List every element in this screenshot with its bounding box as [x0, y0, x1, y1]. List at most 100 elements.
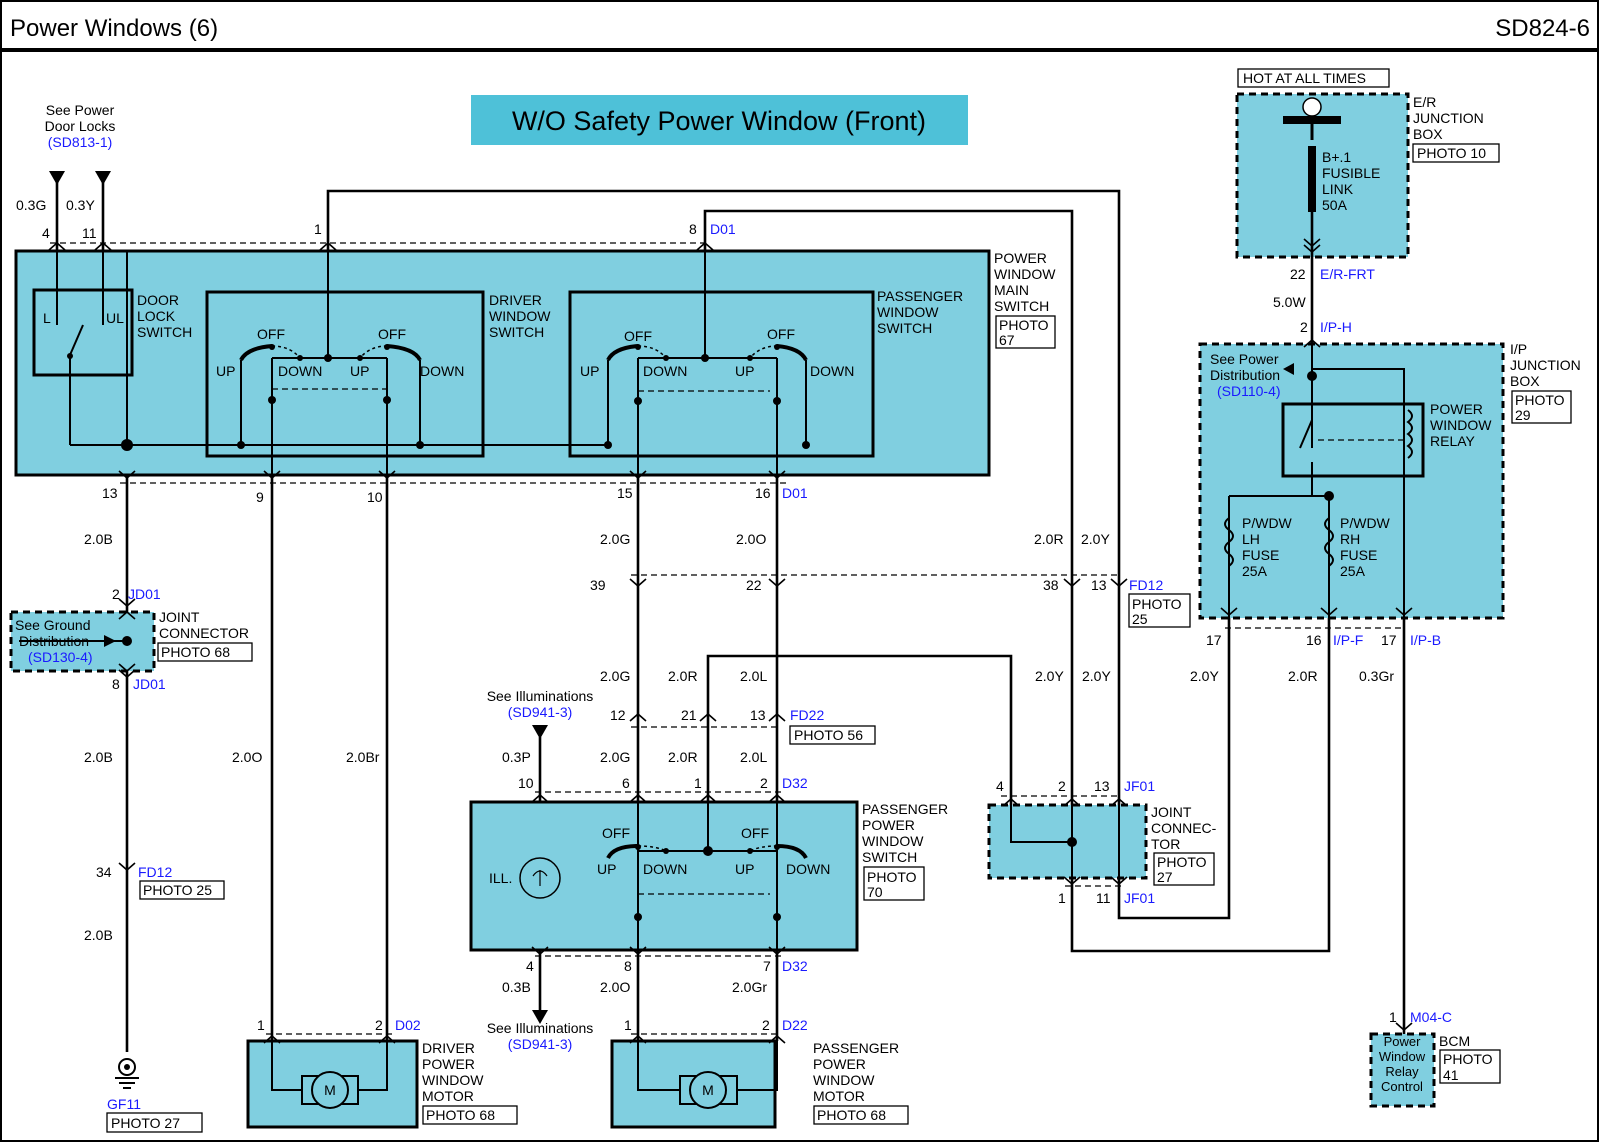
up-label: UP	[350, 363, 369, 379]
connector-id[interactable]: D32	[782, 775, 808, 791]
connector-terminal-icon	[629, 578, 647, 588]
connector-terminal-icon	[1395, 607, 1413, 617]
wire-label: 2.0B	[84, 927, 113, 943]
pin-label: 7	[763, 958, 771, 974]
connector-id[interactable]: D01	[782, 485, 808, 501]
fusible-link-label: B+.1	[1322, 149, 1351, 165]
pin-label: 2	[1300, 319, 1308, 335]
ref-ground-link[interactable]: (SD130-4)	[28, 649, 93, 665]
ref-power-dist-link[interactable]: (SD110-4)	[1217, 383, 1281, 399]
pin-label: 4	[42, 225, 50, 241]
wire-label: 2.0B	[84, 531, 113, 547]
diagram-code: SD824-6	[1495, 15, 1590, 42]
connector-id[interactable]: D22	[782, 1017, 808, 1033]
fusible-link-icon	[1283, 116, 1341, 124]
photo-box	[813, 1105, 909, 1125]
connector-terminal-icon	[629, 946, 647, 956]
driver-motor-label: POWER	[422, 1056, 475, 1072]
pps-label: SWITCH	[862, 849, 917, 865]
driver-switch-label: DRIVER	[489, 292, 542, 308]
photo-label: 70	[867, 884, 883, 900]
pin-label: 6	[622, 775, 630, 791]
connector-id[interactable]: I/P-F	[1333, 632, 1363, 648]
pin-label: 2	[762, 1017, 770, 1033]
connector-id[interactable]: D32	[782, 958, 808, 974]
illumination-lamp-icon	[519, 857, 561, 899]
connector-id[interactable]: E/R-FRT	[1320, 266, 1375, 282]
connector-id[interactable]: M04-C	[1410, 1009, 1452, 1025]
connector-terminal-icon	[1395, 1022, 1413, 1032]
pin-label: 2	[760, 775, 768, 791]
photo-box	[157, 642, 253, 662]
ref-illum-link[interactable]: (SD941-3)	[508, 704, 573, 720]
pin-label: 1	[1058, 890, 1066, 906]
door-lock-switch-label: SWITCH	[137, 324, 192, 340]
connector-id[interactable]: I/P-B	[1410, 632, 1441, 648]
wire-pin8	[703, 209, 1074, 588]
connector-terminal-icon	[118, 663, 136, 673]
connector-id[interactable]: D01	[710, 221, 736, 237]
wire-label: 2.0O	[736, 531, 766, 547]
photo-label: 41	[1443, 1067, 1459, 1083]
photo-box	[1439, 1049, 1501, 1084]
connector-terminal-icon	[629, 1034, 647, 1044]
ref-arrow	[95, 171, 111, 185]
photo-label: PHOTO 68	[817, 1107, 886, 1123]
connector-terminal-icon	[1303, 238, 1321, 248]
ground-id[interactable]: GF11	[107, 1096, 141, 1112]
door-lock-switch-label: DOOR	[137, 292, 179, 308]
off-label: OFF	[741, 825, 769, 841]
splice	[121, 439, 133, 451]
pass-switch-label: PASSENGER	[877, 288, 963, 304]
connector-id[interactable]: JF01	[1124, 778, 1155, 794]
connector-id[interactable]: I/P-H	[1320, 319, 1352, 335]
connector-terminal-icon	[768, 578, 786, 588]
wire-label: 0.3G	[16, 197, 46, 213]
ref-illum-link[interactable]: (SD941-3)	[508, 1036, 573, 1052]
wire-label: 2.0O	[232, 749, 262, 765]
connector-id[interactable]: FD22	[790, 707, 824, 723]
pps-label: WINDOW	[862, 833, 924, 849]
connector-id[interactable]: FD12	[138, 864, 172, 880]
driver-window-switch	[205, 290, 485, 458]
down-label: DOWN	[786, 861, 830, 877]
wire-2.0Y-ip	[1117, 618, 1231, 920]
ref-power-dist: Distribution	[1210, 367, 1280, 383]
wire-label: 2.0R	[668, 668, 698, 684]
photo-box	[863, 866, 925, 901]
ip-box-label: I/P	[1510, 341, 1527, 357]
pin-label: 13	[1094, 778, 1110, 794]
pin-label: 10	[518, 775, 534, 791]
rh-fuse-label: RH	[1340, 531, 1360, 547]
connector-id[interactable]: JD01	[128, 586, 161, 602]
lock-switch-arm	[69, 324, 84, 356]
photo-label: 25	[1132, 611, 1148, 627]
ground-arrow-icon	[104, 635, 116, 647]
pin-label: 22	[1290, 266, 1306, 282]
up-label: UP	[735, 363, 754, 379]
wire-label: 5.0W	[1273, 294, 1306, 310]
connector-id[interactable]: JD01	[133, 676, 166, 692]
ref-door-locks-3[interactable]: (SD813-1)	[48, 134, 113, 150]
connector-terminal-icon	[768, 470, 786, 480]
bcm-label: BCM	[1439, 1033, 1470, 1049]
photo-label: PHOTO 56	[794, 727, 863, 743]
connector-terminal-icon	[1303, 338, 1321, 348]
connector-id[interactable]: D02	[395, 1017, 421, 1033]
connector-id[interactable]: JF01	[1124, 890, 1155, 906]
connector-terminal-icon	[1110, 797, 1128, 807]
power-window-relay	[1281, 402, 1425, 478]
photo-box	[789, 725, 876, 745]
pin-label: 1	[624, 1017, 632, 1033]
lh-fuse-icon	[1224, 517, 1234, 567]
connector-terminal-icon	[1110, 876, 1128, 886]
connector-id[interactable]: FD12	[1129, 577, 1163, 593]
passenger-window-switch-main	[568, 290, 875, 458]
photo-label: PHOTO	[1157, 854, 1207, 870]
rh-fuse-icon	[1324, 517, 1334, 567]
motor-icon	[311, 1071, 349, 1109]
wire-label: 2.0R	[1034, 531, 1064, 547]
bcm-block	[1369, 1032, 1436, 1108]
pin-label: 11	[82, 225, 97, 241]
